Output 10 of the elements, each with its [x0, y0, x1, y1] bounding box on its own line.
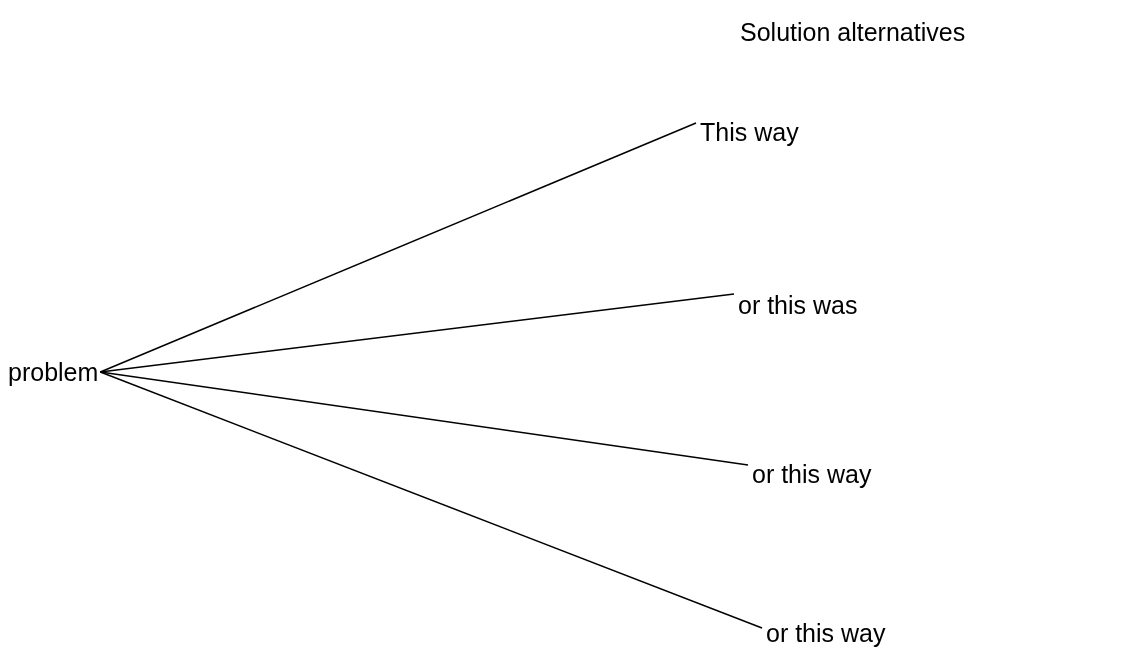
connector-line	[99, 122, 697, 373]
option-label: or this way	[766, 617, 886, 649]
connector-line	[99, 371, 749, 466]
option-label: or this was	[738, 289, 858, 321]
heading: Solution alternatives	[740, 18, 966, 47]
connector-line	[99, 371, 763, 629]
option-label: This way	[700, 116, 799, 148]
option-label: or this way	[752, 458, 872, 490]
connector-line	[99, 293, 735, 373]
problem-label: problem	[8, 356, 99, 388]
